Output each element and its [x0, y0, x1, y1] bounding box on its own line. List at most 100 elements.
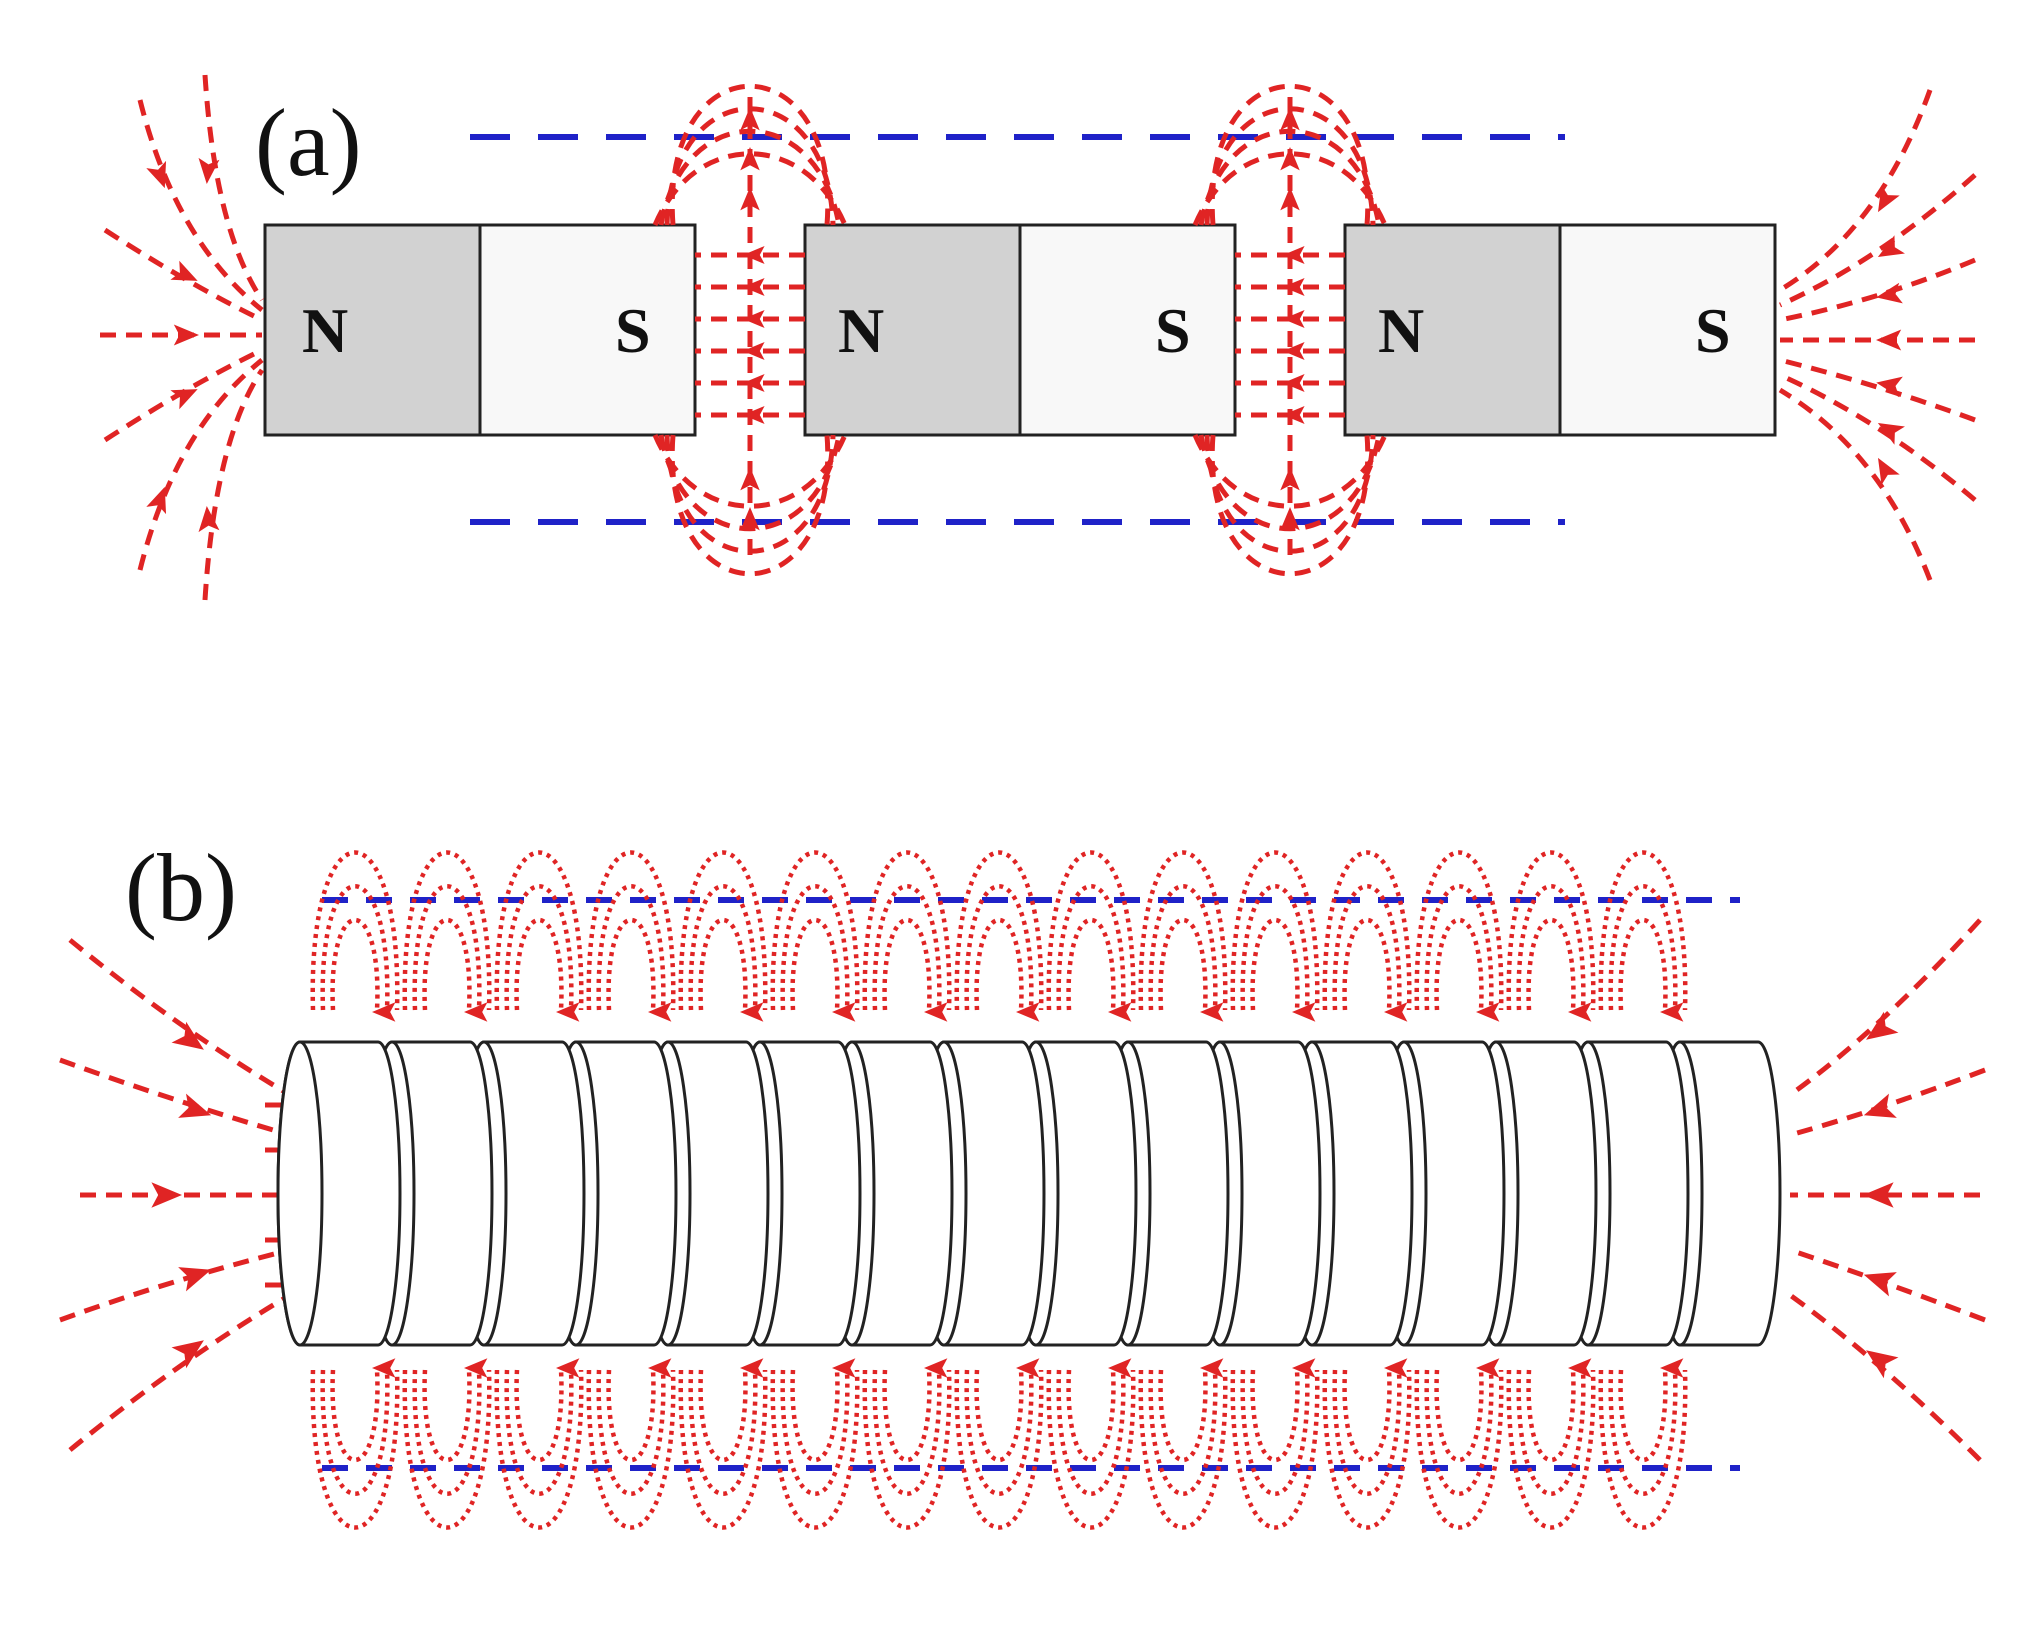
panel-a-field-lines	[100, 74, 1977, 601]
panel-b-lower-arch	[606, 1369, 656, 1463]
panel-b-upper-arch	[422, 917, 472, 1011]
panel-b-upper-arch	[1066, 917, 1116, 1011]
panel-b-field-lines	[59, 850, 1986, 1530]
panel-b-lower-arch	[974, 1369, 1024, 1463]
field-arrow-icon	[1878, 457, 1900, 485]
panel-b-upper-arch	[790, 917, 840, 1011]
panel-a-label: (a)	[255, 89, 362, 196]
disc-magnet-stack	[276, 1040, 1782, 1347]
panel-b-lower-arch	[1250, 1369, 1300, 1463]
panel-b-left-field-line	[59, 1247, 291, 1323]
field-arrow-icon	[1384, 1358, 1408, 1378]
panel-b-lower-arch	[1506, 1369, 1596, 1530]
field-arrow-icon	[1877, 235, 1905, 257]
panel-b-upper-arch	[872, 884, 942, 1011]
panel-b-upper-arch	[1148, 884, 1218, 1011]
magnet-1: N S	[263, 223, 697, 437]
field-arrow-icon	[1280, 147, 1300, 171]
panel-a-upper-loop	[669, 83, 831, 226]
panel-b-upper-arch	[514, 917, 564, 1011]
panel-b-upper-arch	[310, 850, 400, 1011]
panel-b-upper-arch	[1506, 850, 1596, 1011]
panel-b-right-field-line	[1788, 1292, 1982, 1462]
field-arrow-icon	[1876, 329, 1902, 351]
panel-b-lower-arch	[1056, 1369, 1126, 1496]
panel-b-lower-arch	[1240, 1369, 1310, 1496]
field-arrow-icon	[178, 1267, 212, 1292]
field-arrow-icon	[740, 147, 760, 171]
field-arrow-icon	[372, 1002, 396, 1022]
panel-b-right-field-line	[1789, 1067, 1986, 1138]
magnet-3-north-pole	[1343, 223, 1562, 437]
magnet-2: N S	[803, 223, 1237, 437]
panel-a-left-field-line	[137, 358, 264, 571]
panel-b-upper-arch	[1618, 917, 1668, 1011]
field-arrow-icon	[1283, 278, 1305, 296]
panel-b-left-field-line	[59, 1057, 291, 1138]
panel-b-lower-arch	[330, 1369, 380, 1463]
magnet-3-north-label: N	[1378, 295, 1424, 366]
field-arrow-icon	[1863, 1272, 1897, 1297]
magnet-3-south-pole	[1558, 223, 1777, 437]
field-arrow-icon	[743, 406, 765, 424]
panel-b-upper-arch	[330, 917, 380, 1011]
panel-b-upper-arch	[688, 884, 758, 1011]
magnet-3: N S	[1343, 223, 1777, 437]
panel-b-lower-arch	[1516, 1369, 1586, 1496]
panel-b-upper-arch	[1598, 850, 1688, 1011]
panel-b-upper-arch	[1046, 850, 1136, 1011]
panel-a-right-field-line	[1778, 372, 1977, 502]
field-arrow-icon	[1280, 507, 1300, 531]
field-arrow-icon	[1016, 1358, 1040, 1378]
panel-b-lower-arch	[422, 1369, 472, 1463]
panel-b-upper-arch	[1434, 917, 1484, 1011]
panel-b-upper-arch	[1608, 884, 1678, 1011]
field-arrow-icon	[171, 1340, 204, 1369]
field-arrow-icon	[740, 107, 760, 131]
field-arrow-icon	[1200, 1358, 1224, 1378]
field-arrow-icon	[1283, 310, 1305, 328]
panel-b-lower-arch	[1332, 1369, 1402, 1496]
panel-b-lower-arch	[1148, 1369, 1218, 1496]
panel-b-upper-arch	[412, 884, 482, 1011]
field-arrow-icon	[178, 1093, 212, 1118]
panel-b-upper-arch	[1526, 917, 1576, 1011]
field-arrow-icon	[740, 1358, 764, 1378]
magnet-1-north-label: N	[302, 295, 348, 366]
panel-b-upper-arch	[964, 884, 1034, 1011]
disc-magnet	[276, 1040, 402, 1347]
field-arrow-icon	[171, 1021, 204, 1050]
panel-b-upper-arch	[698, 917, 748, 1011]
magnet-2-south-label: S	[1155, 295, 1191, 366]
magnet-1-north-pole	[263, 223, 482, 437]
panel-b-lower-arch	[494, 1369, 584, 1530]
panel-a-left-field-line	[103, 227, 264, 323]
panel-b-right-field-line	[1788, 918, 1982, 1098]
field-arrow-icon	[1876, 282, 1903, 304]
field-arrow-icon	[198, 506, 220, 533]
field-arrow-icon	[1476, 1002, 1500, 1022]
field-arrow-icon	[1292, 1002, 1316, 1022]
panel-a: (a) N S N S N S	[100, 74, 1977, 601]
field-arrow-icon	[1200, 1002, 1224, 1022]
panel-a-upper-loop	[1209, 83, 1371, 226]
panel-b-lower-arch	[1414, 1369, 1504, 1530]
field-arrow-icon	[1568, 1002, 1592, 1022]
panel-b-lower-arch	[310, 1369, 400, 1530]
field-arrow-icon	[1108, 1358, 1132, 1378]
panel-b-upper-arch	[954, 850, 1044, 1011]
panel-b-upper-arch	[780, 884, 850, 1011]
panel-b-lower-arch	[1158, 1369, 1208, 1463]
panel-b-lower-arch	[320, 1369, 390, 1496]
panel-b-upper-arch	[1240, 884, 1310, 1011]
panel-b-lower-arch	[770, 1369, 860, 1530]
magnet-3-south-label: S	[1695, 295, 1731, 366]
panel-b-upper-arch	[1322, 850, 1412, 1011]
field-arrow-icon	[743, 246, 765, 264]
magnet-2-north-pole	[803, 223, 1022, 437]
field-arrow-icon	[743, 342, 765, 360]
panel-b-lower-arch	[412, 1369, 482, 1496]
panel-b: (b)	[59, 834, 1986, 1530]
field-arrow-icon	[151, 1182, 182, 1208]
field-arrow-icon	[1283, 406, 1305, 424]
